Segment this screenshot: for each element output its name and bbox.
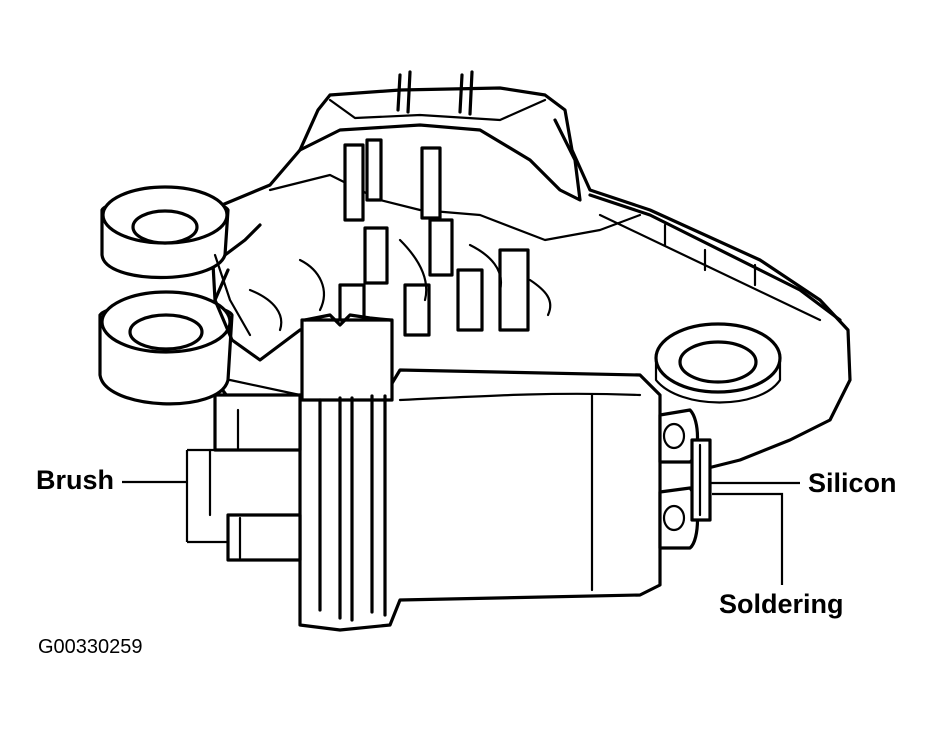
brush-leader-line: [122, 448, 228, 544]
post: [338, 283, 366, 327]
post: [498, 248, 530, 332]
figure-id: G00330259: [38, 636, 143, 658]
top-cover: [298, 118, 582, 202]
post: [365, 138, 383, 202]
post: [363, 226, 389, 285]
brush-upper: [213, 393, 302, 452]
soldering-label: Soldering: [719, 589, 844, 619]
post: [428, 218, 454, 277]
post: [420, 146, 442, 220]
terminal-tab-left: [396, 70, 412, 114]
post: [403, 283, 431, 337]
post: [343, 143, 365, 222]
post: [456, 268, 484, 332]
terminal-tab-right: [458, 70, 474, 116]
right-flange: [588, 193, 842, 322]
brush-label: Brush: [36, 465, 115, 495]
silicon-label: Silicon: [808, 468, 897, 498]
brush-lower: [226, 513, 302, 562]
soldering-leader-line: [712, 492, 784, 585]
brush-holder-body: [298, 368, 662, 632]
